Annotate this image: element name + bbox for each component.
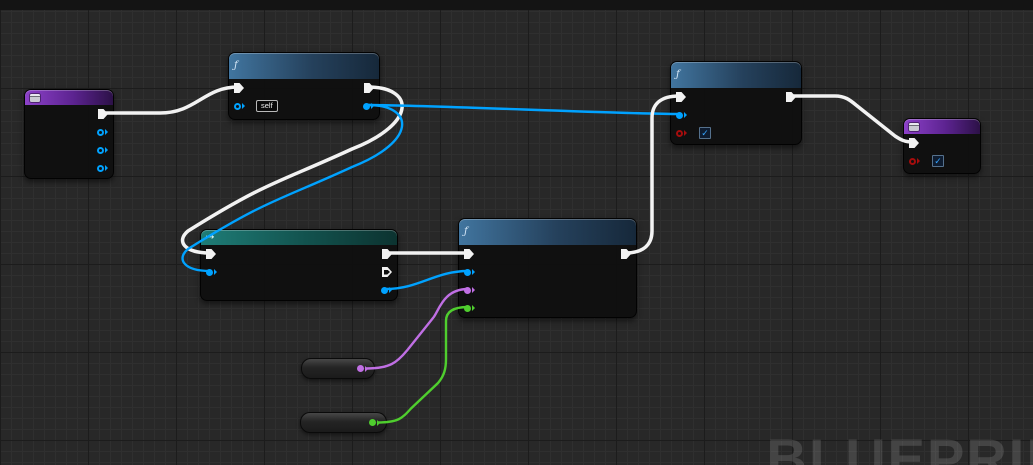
blue-pin-icon: [234, 102, 241, 110]
pin-tail-icon: [472, 305, 475, 311]
wire-set-niagara-variable-float.exec-out-to-set-cast-shadow.exec-in[interactable]: [623, 94, 682, 255]
cast-failed-pin[interactable]: [382, 267, 392, 277]
pin-row-target[interactable]: self: [234, 98, 278, 114]
wire-get-spawned-effect.return-value-to-cast-to-niagaracomponent.object[interactable]: [181, 103, 404, 273]
pin-tail-icon: [684, 130, 687, 136]
variable-node-custom-var[interactable]: [301, 358, 375, 379]
node-return-node[interactable]: ✓: [903, 118, 981, 174]
node-received-notify[interactable]: [24, 89, 114, 179]
wire-custom-var.pin-to-set-niagara-variable-float.in-variable-name[interactable]: [364, 287, 470, 370]
node-cast-to-niagaracomponent[interactable]: ▸➔: [200, 229, 398, 301]
node-header[interactable]: [25, 90, 113, 105]
node-header[interactable]: ƒ: [459, 219, 636, 245]
pin-tail-icon: [472, 269, 475, 275]
node-header[interactable]: ▸➔: [201, 230, 397, 245]
pin-tail-icon: [242, 103, 245, 109]
purple-pin-icon: [357, 365, 364, 372]
node-set-cast-shadow[interactable]: ƒ✓: [670, 61, 802, 145]
blue-pin-icon: [97, 164, 104, 172]
top-bar: [0, 0, 1033, 10]
checkbox[interactable]: ✓: [932, 155, 944, 167]
pin-row-event-reference[interactable]: [93, 160, 108, 176]
red-pin-icon: [676, 129, 683, 137]
blue-pin-icon: [381, 286, 388, 294]
event-reference-pin[interactable]: [97, 164, 108, 172]
new-cast-shadow-pin[interactable]: [676, 129, 687, 137]
pin-tail-icon: [214, 269, 217, 275]
wire-set-cast-shadow.exec-out-to-return-node.exec-in[interactable]: [788, 94, 915, 144]
blue-pin-icon: [97, 146, 104, 154]
cast-icon: ▸➔: [206, 233, 214, 241]
pin-row-animation[interactable]: [93, 142, 108, 158]
node-header[interactable]: ƒ: [671, 62, 801, 88]
blue-pin-icon: [363, 102, 370, 110]
value-field[interactable]: self: [256, 100, 278, 112]
function-icon: ƒ: [464, 226, 468, 237]
green-pin-icon: [369, 419, 376, 426]
animation-pin[interactable]: [97, 146, 108, 154]
pin-tail-icon: [917, 158, 920, 164]
variable-node-custom-var-value[interactable]: [300, 412, 387, 433]
window-icon: [30, 93, 40, 102]
function-icon: ƒ: [676, 69, 680, 80]
watermark: BLUEPRINT: [766, 427, 1033, 465]
window-icon: [909, 122, 919, 131]
pin-tail-icon: [684, 112, 687, 118]
wire-cast-to-niagaracomponent.as-niagara-to-set-niagara-variable-float.target[interactable]: [384, 269, 470, 291]
node-get-spawned-effect[interactable]: ƒ self: [228, 52, 380, 120]
pin-row-cast-failed[interactable]: [378, 264, 392, 280]
node-header[interactable]: [904, 119, 980, 134]
pin-tail-icon: [105, 165, 108, 171]
wire-custom-var-value.pin-to-set-niagara-variable-float.in-value[interactable]: [376, 305, 470, 424]
function-icon: ƒ: [234, 60, 238, 71]
pin-row-return-value[interactable]: ✓: [909, 153, 944, 169]
node-set-niagara-variable-float[interactable]: ƒ: [458, 218, 637, 318]
target-pin[interactable]: [234, 102, 245, 110]
blue-pin-icon: [97, 128, 104, 136]
red-pin-icon: [909, 157, 916, 165]
mesh-comp-pin[interactable]: [97, 128, 108, 136]
checkbox[interactable]: ✓: [699, 127, 711, 139]
pin-row-new-cast-shadow[interactable]: ✓: [676, 125, 711, 141]
pin-tail-icon: [472, 287, 475, 293]
node-header[interactable]: ƒ: [229, 53, 379, 79]
return-value-pin[interactable]: [909, 157, 920, 165]
pin-tail-icon: [105, 147, 108, 153]
wire-get-spawned-effect.return-value-to-set-cast-shadow.target[interactable]: [366, 103, 682, 116]
wire-received-notify.exec-out-to-get-spawned-effect.exec-in[interactable]: [100, 85, 240, 115]
pin-tail-icon: [105, 129, 108, 135]
pin-row-mesh-comp[interactable]: [93, 124, 108, 140]
